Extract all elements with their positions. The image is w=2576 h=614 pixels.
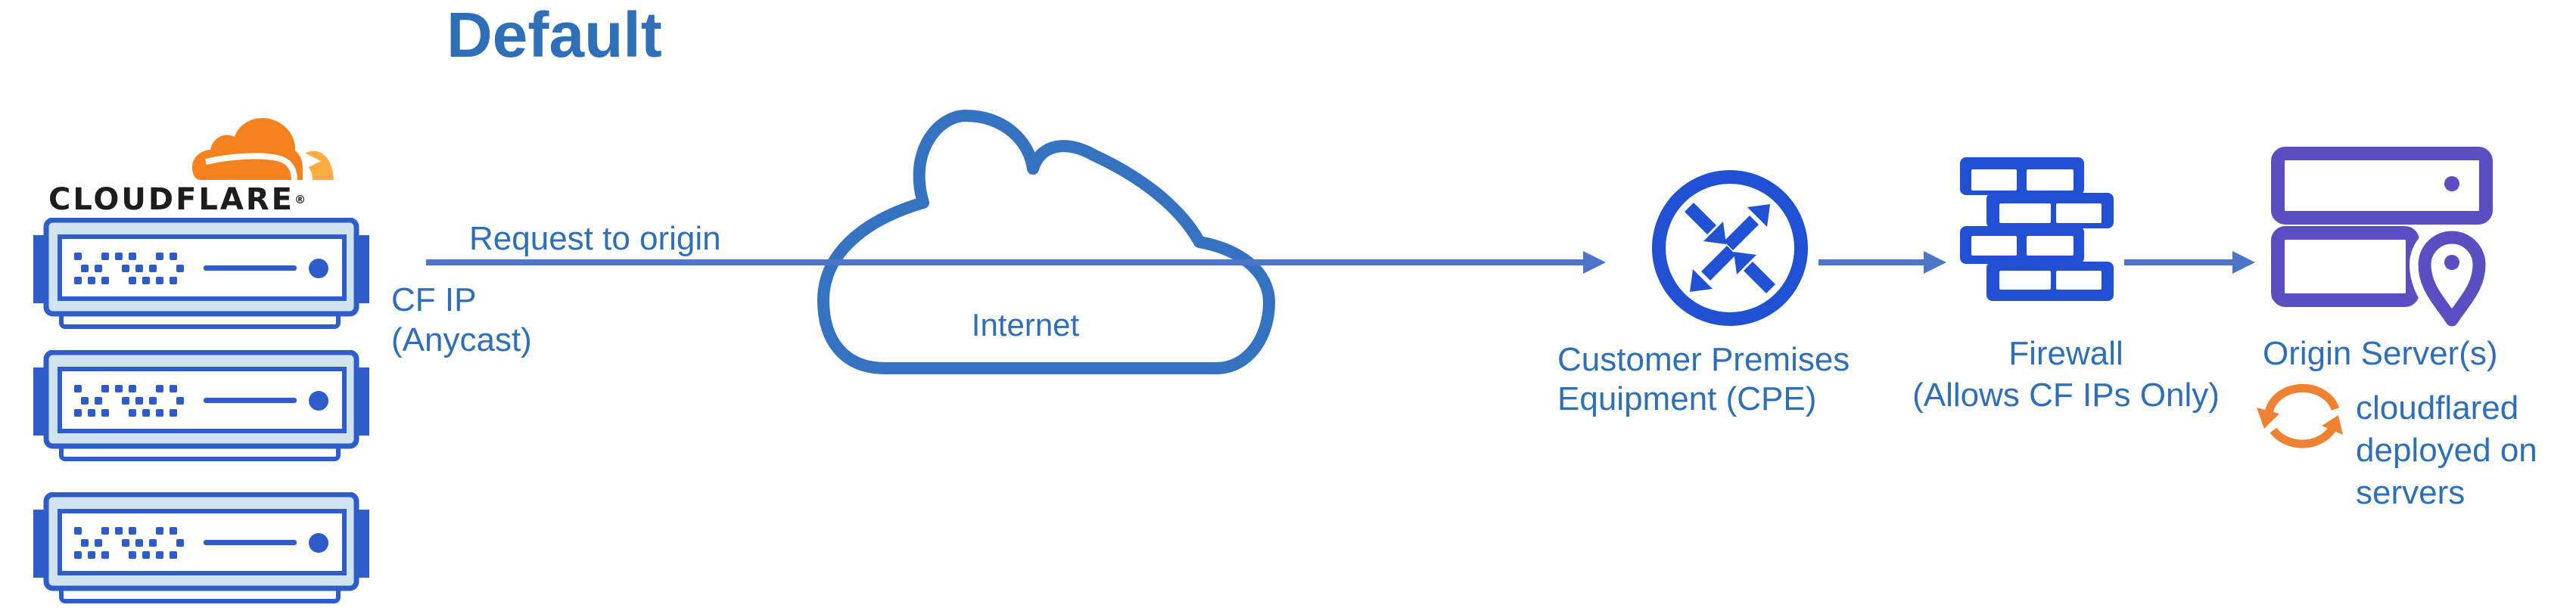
request-arrow-line [426,259,1584,265]
firewall-label: Firewall (Allows CF IPs Only) [1907,333,2225,416]
cloudflared-sync-icon [2257,383,2343,448]
cf-ip-anycast-label: CF IP (Anycast) [391,280,532,360]
internet-cloud-icon [817,110,1275,374]
cloudflare-server-icon [33,218,369,337]
cloudflare-wordmark: CLOUDFLARE® [48,182,306,217]
request-arrowhead [1583,251,1606,274]
cpe-router-icon [1652,170,1808,326]
firewall-label-line2: (Allows CF IPs Only) [1912,377,2220,414]
cloudflared-note-line1: cloudflared [2356,389,2519,426]
cloudflare-logo-icon [192,118,334,181]
cpe-label-line1: Customer Premises [1557,341,1850,378]
cloudflared-note-line3: servers [2356,474,2466,511]
cf-ip-line2: (Anycast) [391,321,532,358]
firewall-icon [1960,157,2114,301]
cloudflared-note-line2: deployed on [2356,432,2537,469]
cloudflare-server-icon [33,350,369,470]
cpe-to-firewall-arrowhead [1924,251,1946,274]
cpe-label-line2: Equipment (CPE) [1557,380,1817,417]
registered-mark: ® [294,193,306,206]
cloudflared-note: cloudflared deployed on servers [2356,387,2537,514]
firewall-to-origin-arrowhead [2232,251,2255,274]
firewall-label-line1: Firewall [2008,335,2123,372]
page-title: Default [446,0,662,70]
cf-ip-line1: CF IP [391,281,477,318]
internet-label: Internet [971,307,1080,343]
origin-servers-label: Origin Server(s) [2263,335,2498,372]
firewall-to-origin-line [2124,259,2232,265]
cpe-to-firewall-line [1818,259,1924,265]
cloudflare-server-icon [33,492,369,612]
cpe-label: Customer Premises Equipment (CPE) [1557,340,1850,419]
origin-server-icon [2271,147,2494,335]
request-to-origin-label: Request to origin [469,220,721,257]
